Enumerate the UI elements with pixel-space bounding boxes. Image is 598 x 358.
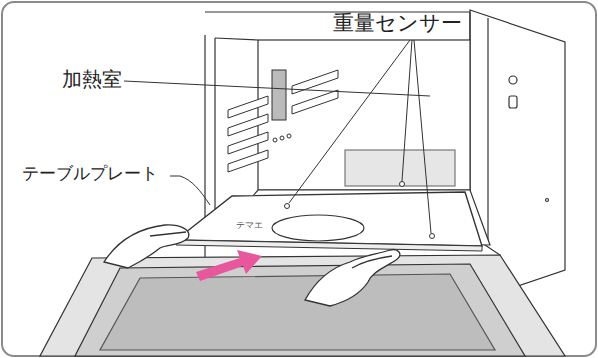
vents xyxy=(228,70,338,172)
part-name: 重量センサー xyxy=(333,12,462,35)
oven-body xyxy=(205,10,565,292)
table-plate xyxy=(176,192,482,251)
part-name: テーブルプレート xyxy=(22,164,158,183)
side-controls xyxy=(509,76,549,202)
hands xyxy=(104,225,400,306)
plate-marking: テマエ xyxy=(236,221,263,231)
oven-door xyxy=(40,255,565,356)
leader-lines xyxy=(124,40,431,233)
part-name: 加熱室 xyxy=(62,68,122,90)
push-arrow xyxy=(196,250,262,281)
weight-sensors xyxy=(285,182,435,239)
